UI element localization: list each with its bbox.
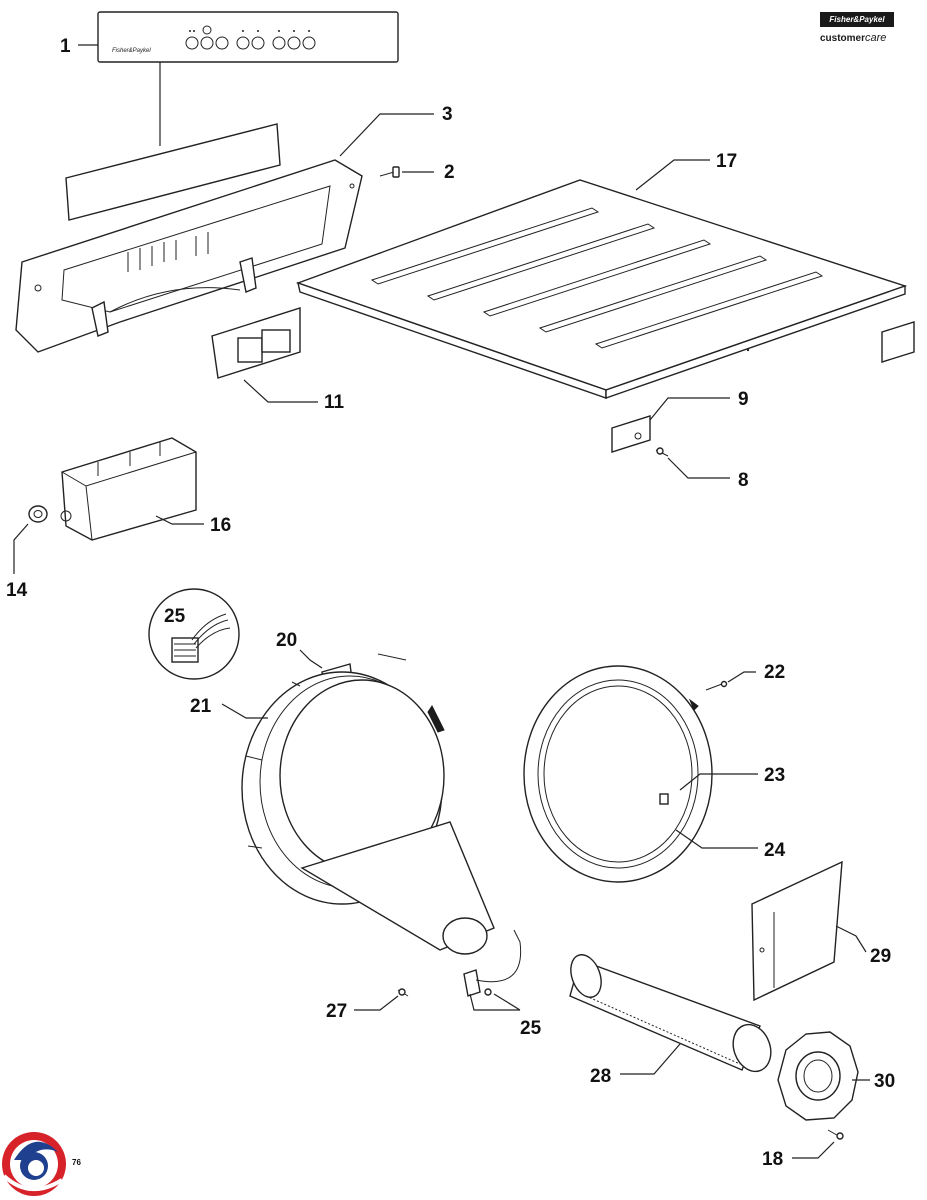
callout-2: 2 <box>444 162 455 183</box>
leader-25 <box>469 993 521 1011</box>
callout-22: 22 <box>764 662 785 683</box>
leader-18 <box>792 1141 835 1159</box>
callout-25: 25 <box>520 1018 542 1039</box>
callout-11: 11 <box>324 392 345 413</box>
detail-25-connector <box>148 588 240 680</box>
part-25-thermistor <box>463 929 522 997</box>
leader-17 <box>635 159 710 191</box>
callout-17: 17 <box>716 151 737 172</box>
callout-23: 23 <box>764 765 785 786</box>
customer-label: customer <box>820 33 866 44</box>
callout-14: 14 <box>6 580 28 601</box>
part-27-screw <box>397 988 409 997</box>
panel-brand: Fisher&Paykel <box>112 48 151 54</box>
care-label: care <box>865 32 887 44</box>
callout-8: 8 <box>738 470 749 491</box>
leader-24 <box>675 829 758 849</box>
callout-16: 16 <box>210 515 231 536</box>
leader-23 <box>679 773 758 791</box>
callout-9: 9 <box>738 389 749 410</box>
part-14-grommet <box>28 505 48 523</box>
callout-28: 28 <box>590 1066 611 1087</box>
part-18-screw <box>827 1129 844 1140</box>
part-16-box <box>60 437 197 541</box>
part-21-bulkhead <box>241 653 495 955</box>
brand-logo-text: Fisher&Paykel <box>820 12 894 27</box>
page-number: 76 <box>72 1158 81 1167</box>
part-1-fascia: Fisher&Paykel <box>97 11 399 63</box>
part-17-top-panel <box>295 179 908 399</box>
callout-30: 30 <box>874 1071 895 1092</box>
leader-11 <box>243 379 318 403</box>
callout-1: 1 <box>60 36 71 57</box>
part-29-duct-cover <box>751 860 843 1002</box>
callout-18: 18 <box>762 1149 783 1170</box>
part-30-flange <box>777 1031 859 1121</box>
callout-25-detail: 25 <box>164 606 186 627</box>
callout-29: 29 <box>870 946 891 967</box>
leader-29 <box>835 925 867 953</box>
callout-3: 3 <box>442 104 453 125</box>
brand-logo: Fisher&Paykel customercare <box>820 12 898 48</box>
part-9-hinge <box>611 415 651 453</box>
panel-overlay-strip <box>65 123 281 221</box>
leader-16 <box>155 515 204 525</box>
leader-22 <box>727 671 756 683</box>
leader-9 <box>649 397 730 421</box>
leader-14 <box>13 523 29 574</box>
callout-21: 21 <box>190 696 212 717</box>
part-8-screw <box>655 447 669 457</box>
callout-27: 27 <box>326 1001 347 1022</box>
hinge-bracket-right <box>881 321 915 363</box>
leader-21 <box>221 703 268 719</box>
leader-20 <box>299 649 323 669</box>
part-28-duct-tube <box>569 954 772 1073</box>
part-3-control-housing <box>15 159 363 353</box>
callout-20: 20 <box>276 630 297 651</box>
callout-24: 24 <box>764 840 786 861</box>
customer-care-label: customercare <box>820 30 898 46</box>
corner-swirl-logo <box>2 1132 66 1196</box>
leader-28 <box>620 1043 681 1075</box>
part-11-pcb <box>211 307 301 379</box>
part-24-ring <box>523 665 713 883</box>
leader-3 <box>339 113 434 157</box>
part-2-screw <box>379 166 400 178</box>
part-22-screw <box>705 680 728 691</box>
part-23-pad <box>659 793 669 805</box>
leader-8 <box>667 457 730 479</box>
leader-27 <box>354 995 399 1011</box>
